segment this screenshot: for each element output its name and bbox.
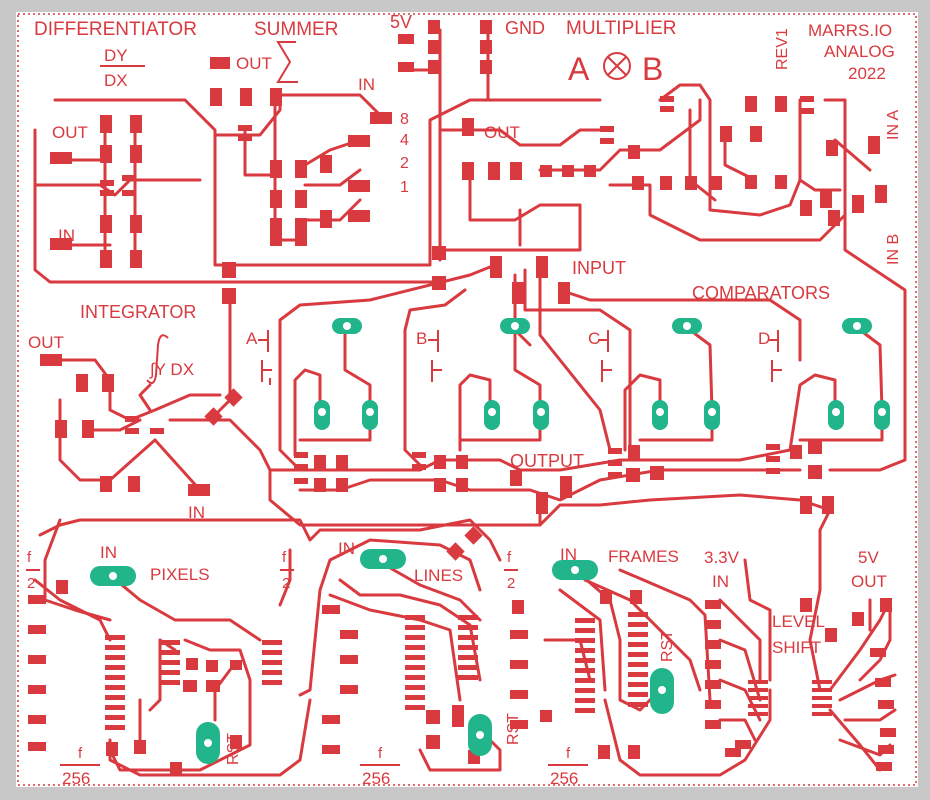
label-shift: SHIFT	[772, 638, 821, 657]
label-output: OUTPUT	[510, 451, 584, 471]
label-frames-in: IN	[560, 545, 577, 564]
label-diff-in: IN	[58, 226, 75, 245]
label-summer-out: OUT	[236, 54, 272, 73]
label-summer-in: IN	[358, 75, 375, 94]
silkscreen-labels: DIFFERENTIATOR DY DX OUT IN SUMMER OUT I…	[27, 12, 902, 788]
label-f-256-3-den: 256	[550, 769, 578, 788]
label-f-256-2-den: 256	[362, 769, 390, 788]
label-weight-8: 8	[400, 111, 409, 128]
label-f-half-1-den: 2	[27, 575, 35, 592]
label-f-256-1-den: 256	[62, 769, 90, 788]
label-mult-out: OUT	[484, 123, 520, 142]
label-f-256-2-num: f	[378, 745, 383, 762]
label-dx: DX	[104, 71, 128, 90]
label-multiplier: MULTIPLIER	[566, 18, 677, 39]
label-lines-in: IN	[338, 539, 355, 558]
label-int-out: OUT	[28, 333, 64, 352]
label-f-half-3-den: 2	[507, 575, 515, 592]
through-hole-pads	[90, 318, 890, 764]
label-comp-a: A	[246, 329, 258, 348]
label-f-256-3-num: f	[566, 745, 571, 762]
label-comp-c: C	[588, 329, 600, 348]
label-f-half-2-den: 2	[282, 575, 290, 592]
label-revision: REV1	[774, 28, 791, 70]
label-mult-b: B	[642, 51, 663, 87]
label-level: LEVEL	[772, 612, 825, 631]
label-dy: DY	[104, 46, 128, 65]
title-line-2: ANALOG	[824, 42, 895, 61]
label-f-256-1-num: f	[78, 745, 83, 762]
label-int-in: IN	[188, 503, 205, 522]
label-3v3: 3.3V	[704, 548, 740, 567]
label-weight-1: 1	[400, 179, 409, 196]
label-pixels: PIXELS	[150, 565, 210, 584]
label-pixels-in: IN	[100, 543, 117, 562]
label-differentiator: DIFFERENTIATOR	[34, 19, 197, 40]
label-comparators: COMPARATORS	[692, 283, 830, 303]
label-weight-4: 4	[400, 132, 409, 149]
label-in-a: IN A	[885, 109, 902, 140]
label-3v3-in: IN	[712, 572, 729, 591]
label-gnd: GND	[505, 18, 545, 38]
label-in-b: IN B	[885, 234, 902, 265]
label-weight-2: 2	[400, 155, 409, 172]
label-f-half-1-num: f	[27, 549, 32, 566]
label-rst-pixels: RST	[225, 733, 242, 765]
smd-pads	[28, 20, 896, 774]
title-line-3: 2022	[848, 64, 886, 83]
label-5v-out-line2: OUT	[851, 572, 887, 591]
label-rst-frames: RST	[659, 630, 676, 662]
label-rst-lines: RST	[505, 713, 522, 745]
label-integrator: INTEGRATOR	[80, 302, 196, 322]
label-diff-out: OUT	[52, 123, 88, 142]
silkscreen-symbols	[26, 41, 782, 766]
label-f-half-2-num: f	[282, 549, 287, 566]
label-input: INPUT	[572, 258, 626, 278]
label-summer: SUMMER	[254, 19, 338, 40]
label-comp-d: D	[758, 329, 770, 348]
label-5v: 5V	[390, 12, 412, 32]
label-comp-b: B	[416, 329, 427, 348]
label-lines: LINES	[414, 566, 463, 585]
label-5v-out: 5V	[858, 548, 879, 567]
title-line-1: MARRS.IO	[808, 21, 892, 40]
label-f-half-3-num: f	[507, 549, 512, 566]
label-mult-a: A	[568, 51, 590, 87]
copper-traces	[33, 28, 907, 777]
label-int-expr: ∫Y DX	[149, 360, 194, 379]
label-frames: FRAMES	[608, 547, 679, 566]
